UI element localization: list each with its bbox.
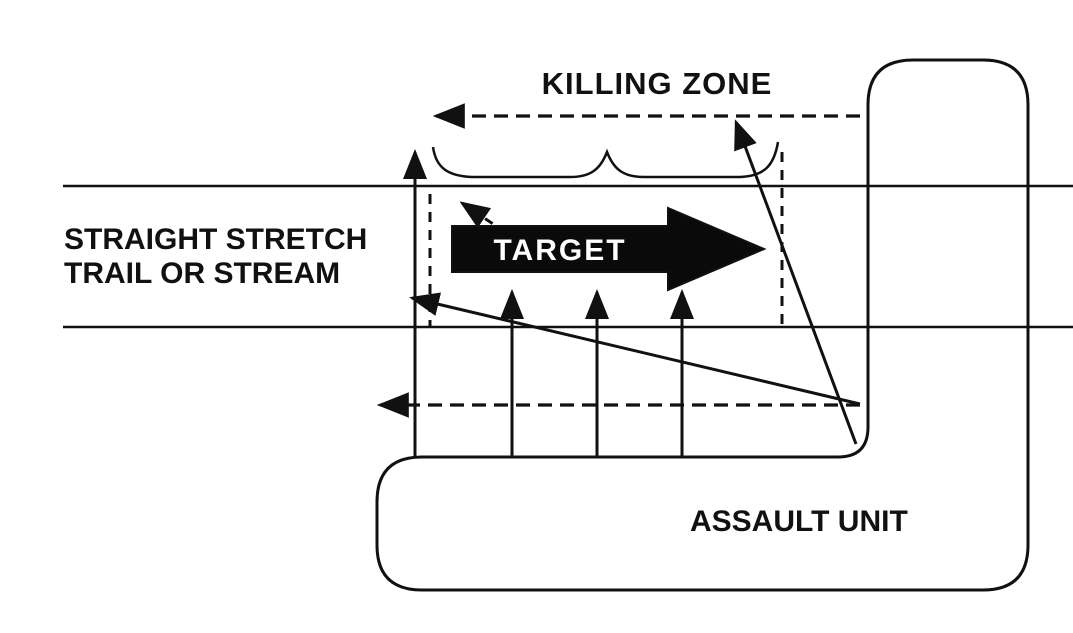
assault-unit-label: ASSAULT UNIT: [690, 505, 908, 538]
killing-zone-brace: [431, 141, 780, 179]
flank-fire-diagonal-up: [734, 119, 858, 445]
target-label: TARGET: [493, 234, 626, 267]
trail-label-line2: TRAIL OR STREAM: [64, 257, 340, 290]
assault-unit-outline: [375, 58, 1030, 592]
flank-fire-diagonal-across: [409, 292, 861, 406]
trail-label-line1: STRAIGHT STRETCH: [64, 223, 367, 256]
target-direction-arrow: [451, 206, 767, 292]
killing-zone-label: KILLING ZONE: [542, 66, 773, 101]
